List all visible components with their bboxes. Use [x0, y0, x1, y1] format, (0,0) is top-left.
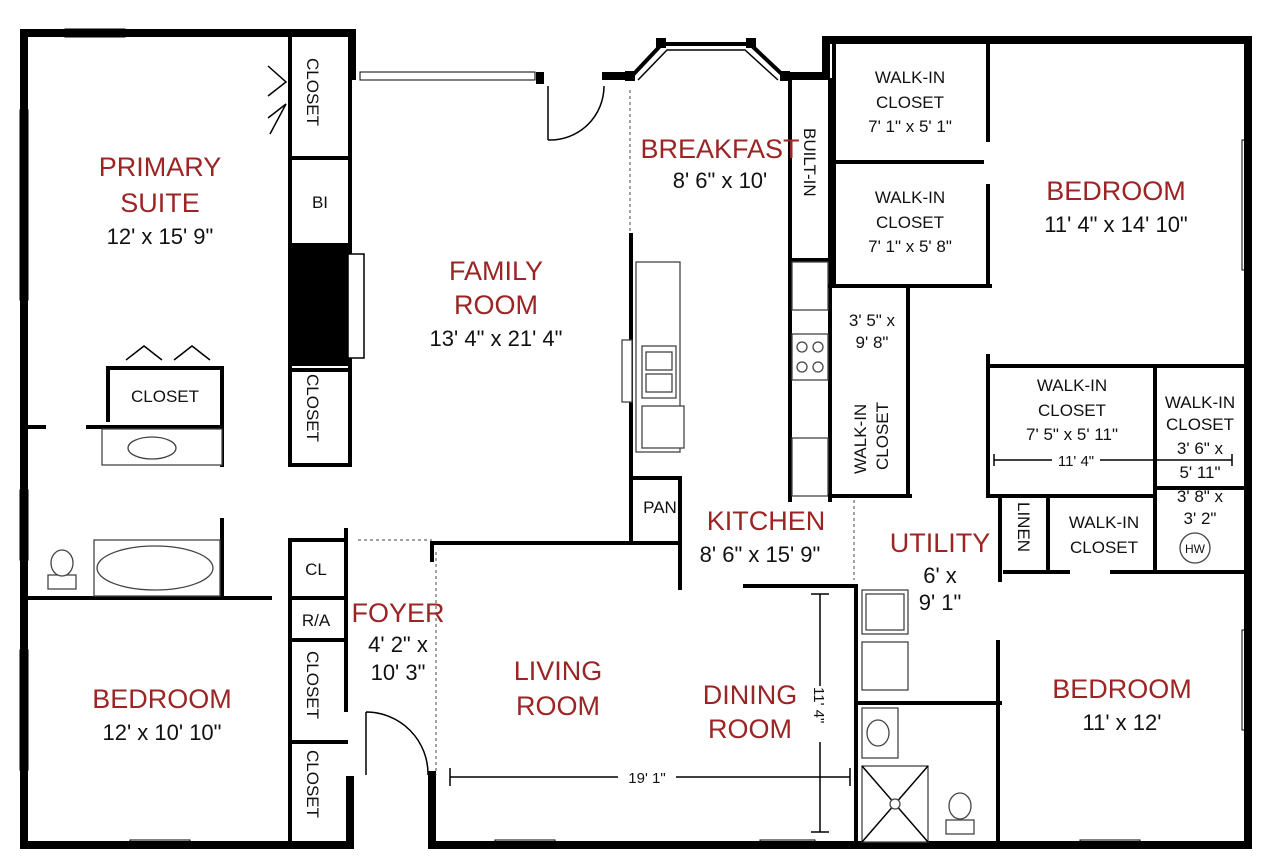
foyer-closet-2-label: CLOSET — [303, 750, 322, 818]
bedroom-se-dims: 11' x 12' — [1083, 710, 1162, 735]
bedroom-ne-name: BEDROOM — [1046, 176, 1186, 206]
small-space-labels: CLOSET BI CLOSET CLOSET CL R/A CLOSET CL… — [131, 58, 1235, 818]
walkin-kitchen-label-2: CLOSET — [873, 402, 892, 470]
primary-closet-label: CLOSET — [131, 387, 199, 406]
primary-suite-dims: 12' x 15' 9" — [107, 224, 214, 249]
walkin-3-dims: 7' 5" x 5' 11" — [1026, 425, 1118, 444]
kitchen-name: KITCHEN — [707, 506, 826, 536]
measurement-lines — [449, 454, 1233, 833]
utility-dims: 6' x — [923, 563, 957, 588]
walkin-1-dims: 7' 1" x 5' 1" — [868, 117, 952, 136]
walkin-2-dims: 7' 1" x 5' 8" — [868, 237, 952, 256]
walkin-2-label: WALK-IN — [875, 188, 945, 207]
walkin-1-label: WALK-IN — [875, 68, 945, 87]
walkin-5-dims: 3' 8" x — [1177, 487, 1224, 506]
exterior-walls — [20, 29, 1252, 849]
walkin-4-dims: 3' 6" x — [1177, 439, 1224, 458]
bedroom-ne-dims: 11' 4" x 14' 10" — [1044, 212, 1187, 237]
primary-suite-name-2: SUITE — [120, 188, 200, 218]
walkin-3-label-2: CLOSET — [1038, 401, 1106, 420]
bi-label: BI — [312, 193, 328, 212]
walkin-1-label-2: CLOSET — [876, 93, 944, 112]
walkin-kitchen-dims: 3' 5" x — [849, 311, 896, 330]
family-room-name-2: ROOM — [454, 290, 538, 320]
walkin-kitchen-label: WALK-IN — [851, 404, 870, 474]
walkin-6-label-2: CLOSET — [1070, 538, 1138, 557]
bedroom-sw-name: BEDROOM — [92, 684, 232, 714]
walkin-6-label: WALK-IN — [1069, 513, 1139, 532]
utility-name: UTILITY — [890, 528, 991, 558]
closets-width-measure: 11' 4" — [1058, 453, 1094, 470]
bedroom-sw-dims: 12' x 10' 10" — [103, 720, 222, 745]
living-room-name-2: ROOM — [516, 691, 600, 721]
kitchen-dims: 8' 6" x 15' 9" — [700, 542, 821, 567]
walkin-4-label-2: CLOSET — [1166, 415, 1234, 434]
dining-room-name: DINING — [703, 680, 798, 710]
pantry-label: PAN — [643, 498, 677, 517]
walkin-kitchen-dims-2: 9' 8" — [856, 333, 889, 352]
foyer-dims: 4' 2" x — [368, 632, 428, 657]
breakfast-name: BREAKFAST — [640, 134, 799, 164]
walkin-4-dims-2: 5' 11" — [1179, 463, 1220, 482]
bedroom-se-name: BEDROOM — [1052, 674, 1192, 704]
window-family-room — [359, 71, 536, 81]
hw-label: HW — [1185, 542, 1206, 556]
closet-mid-label: CLOSET — [303, 374, 322, 442]
cl-label: CL — [305, 560, 327, 579]
foyer-closet-1-label: CLOSET — [303, 651, 322, 719]
walkin-4-label: WALK-IN — [1165, 393, 1235, 412]
walkin-2-label-2: CLOSET — [876, 213, 944, 232]
foyer-dims-2: 10' 3" — [371, 660, 426, 685]
foyer-name: FOYER — [351, 598, 444, 628]
walkin-3-label: WALK-IN — [1037, 376, 1107, 395]
walkin-5-dims-2: 3' 2" — [1184, 509, 1217, 528]
primary-suite-name: PRIMARY — [99, 152, 222, 182]
closet-top-label: CLOSET — [303, 58, 322, 126]
interior-walls — [22, 31, 1250, 847]
breakfast-dims: 8' 6" x 10' — [673, 168, 768, 193]
dining-height-measure: 11' 4" — [810, 687, 827, 723]
doors — [125, 65, 855, 776]
utility-dims-2: 9' 1" — [919, 590, 962, 615]
dining-room-name-2: ROOM — [708, 714, 792, 744]
family-room-dims: 13' 4" x 21' 4" — [430, 326, 563, 351]
linen-label: LINEN — [1014, 502, 1033, 552]
ra-label: R/A — [302, 611, 331, 630]
living-width-measure: 19' 1" — [628, 770, 665, 787]
living-room-name: LIVING — [514, 656, 603, 686]
room-labels: PRIMARY SUITE 12' x 15' 9" FAMILY ROOM 1… — [92, 134, 1192, 745]
measurement-labels: 19' 1" 11' 4" 11' 4" — [618, 452, 1100, 787]
family-room-name: FAMILY — [449, 256, 543, 286]
water-heater-icon — [1179, 532, 1211, 564]
built-in-label: BUILT-IN — [800, 128, 819, 197]
